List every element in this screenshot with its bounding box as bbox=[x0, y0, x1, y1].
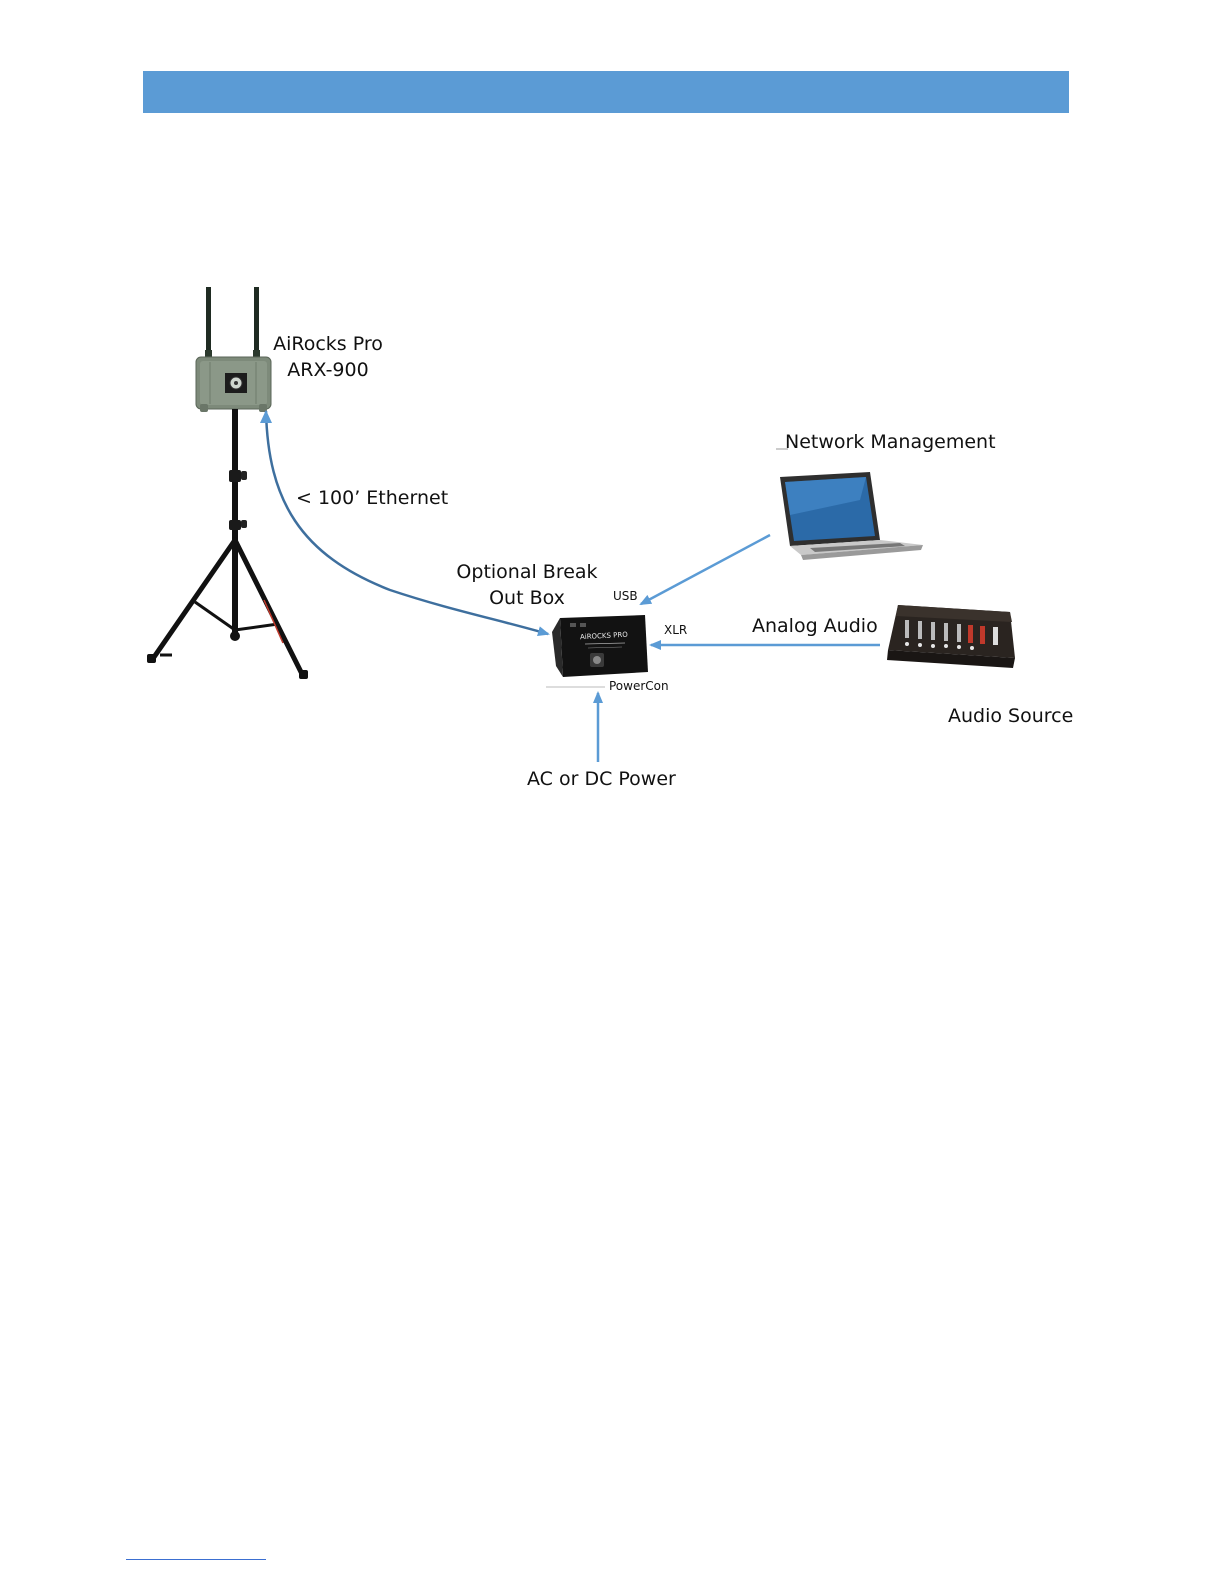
device-label-line1: AiRocks Pro bbox=[270, 331, 386, 357]
laptop-icon bbox=[780, 472, 923, 560]
network-label: Network Management bbox=[785, 429, 996, 455]
device-label: AiRocks Pro ARX-900 bbox=[270, 331, 386, 383]
device-label-line2: ARX-900 bbox=[270, 357, 386, 383]
footer-rule bbox=[126, 1559, 266, 1560]
analog-label: Analog Audio bbox=[752, 613, 878, 639]
breakout-label-line1: Optional Break bbox=[456, 559, 598, 585]
breakout-label: Optional Break Out Box bbox=[456, 559, 598, 611]
xlr-port-label: XLR bbox=[664, 623, 687, 637]
usb-port-label: USB bbox=[613, 589, 638, 603]
audio-mixer-icon bbox=[887, 605, 1015, 668]
powercon-port-label: PowerCon bbox=[609, 679, 669, 693]
power-label: AC or DC Power bbox=[527, 766, 676, 792]
breakout-box-icon: AiROCKS PRO bbox=[552, 615, 648, 677]
cable-label: < 100’ Ethernet bbox=[296, 485, 448, 511]
audio-source-label: Audio Source bbox=[948, 703, 1073, 729]
breakout-label-line2: Out Box bbox=[456, 585, 598, 611]
usb-arrow bbox=[641, 535, 770, 604]
